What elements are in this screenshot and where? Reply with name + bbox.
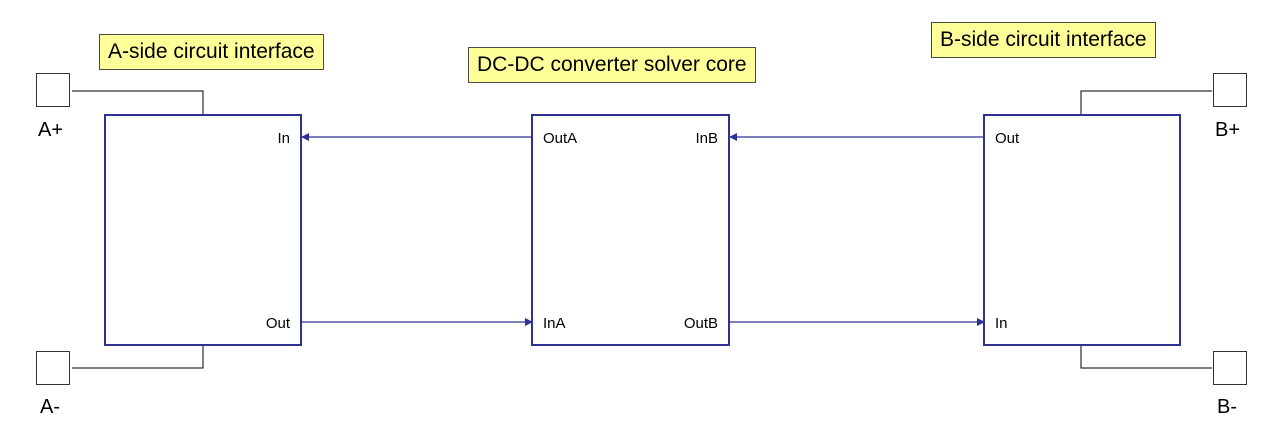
- wire-a-minus[interactable]: [72, 345, 204, 369]
- core-port-outa[interactable]: OutA: [543, 130, 578, 147]
- a-plus-label: A+: [38, 119, 64, 141]
- b-port-in[interactable]: In: [995, 315, 1008, 332]
- b-plus-label: B+: [1215, 119, 1241, 141]
- a-side-label: A-side circuit interface: [99, 34, 324, 70]
- wire-a-plus[interactable]: [72, 90, 204, 114]
- a-minus-terminal[interactable]: [36, 351, 70, 385]
- a-side-block[interactable]: In Out: [104, 114, 302, 346]
- core-port-outb[interactable]: OutB: [683, 315, 718, 332]
- core-label: DC-DC converter solver core: [468, 47, 756, 83]
- a-minus-label: A-: [40, 396, 60, 418]
- core-block[interactable]: OutA InB InA OutB: [531, 114, 730, 346]
- a-port-in[interactable]: In: [277, 130, 290, 147]
- wire-b-plus[interactable]: [1080, 90, 1212, 114]
- b-side-label: B-side circuit interface: [931, 22, 1156, 58]
- core-port-ina[interactable]: InA: [543, 315, 566, 332]
- wire-b-minus[interactable]: [1080, 345, 1212, 369]
- b-side-block[interactable]: Out In: [983, 114, 1181, 346]
- b-minus-terminal[interactable]: [1213, 351, 1247, 385]
- a-port-out[interactable]: Out: [265, 315, 290, 332]
- b-port-out[interactable]: Out: [995, 130, 1020, 147]
- a-plus-terminal[interactable]: [36, 73, 70, 107]
- b-plus-terminal[interactable]: [1213, 73, 1247, 107]
- b-minus-label: B-: [1217, 396, 1237, 418]
- core-port-inb[interactable]: InB: [695, 130, 718, 147]
